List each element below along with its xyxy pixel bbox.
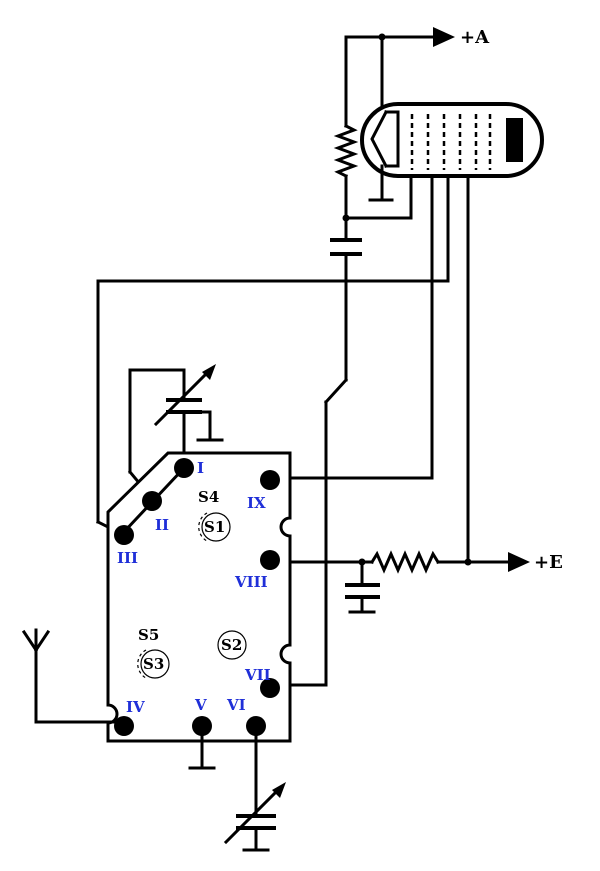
pin-7 bbox=[260, 678, 280, 698]
coil-s1-marker bbox=[201, 512, 231, 542]
pin-3 bbox=[114, 525, 134, 545]
ground-symbol bbox=[188, 724, 216, 770]
coil-s3-marker bbox=[140, 649, 170, 679]
pin-label-5: V bbox=[194, 696, 207, 714]
anode-supply-line bbox=[344, 27, 455, 128]
coil-socket bbox=[106, 451, 292, 743]
pin-label-2: II bbox=[155, 516, 169, 534]
pin-label-3: III bbox=[117, 549, 138, 567]
screen-terminal-label: +E bbox=[534, 552, 563, 573]
pin-1 bbox=[174, 458, 194, 478]
pin-8 bbox=[260, 550, 280, 570]
coil-s2-label: S2 bbox=[221, 636, 242, 654]
coupling-capacitor bbox=[330, 238, 362, 256]
vacuum-tube bbox=[360, 102, 544, 202]
pin-label-7: VII bbox=[244, 666, 271, 684]
coil-s4-label: S4 bbox=[198, 488, 219, 506]
pin-label-4: IV bbox=[126, 698, 145, 716]
anode-resistor bbox=[333, 123, 359, 179]
pin-label-8: VIII bbox=[234, 573, 268, 591]
coil-s1-label: S1 bbox=[204, 518, 225, 536]
coil-s3-label: S3 bbox=[143, 655, 164, 673]
antenna-icon bbox=[21, 628, 116, 724]
pin-4 bbox=[114, 716, 134, 736]
pin-label-9: IX bbox=[247, 494, 266, 512]
pin-label-1: I bbox=[197, 459, 204, 477]
anode-terminal-label: +A bbox=[460, 27, 490, 48]
pin-label-6: VI bbox=[226, 696, 246, 714]
pin-2 bbox=[142, 491, 162, 511]
pin-9 bbox=[260, 470, 280, 490]
coil-s2-marker bbox=[217, 630, 247, 660]
tuning-capacitor-bottom bbox=[223, 724, 286, 852]
screen-resistor bbox=[369, 550, 441, 574]
coil-s5-label: S5 bbox=[138, 626, 159, 644]
